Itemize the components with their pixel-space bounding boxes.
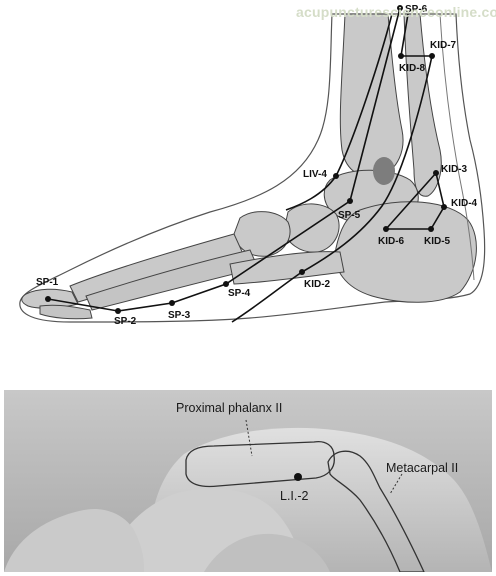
hand-illustration: Proximal phalanx II Metacarpal II L.I.-2: [4, 390, 492, 572]
label-proximal-phalanx: Proximal phalanx II: [176, 401, 282, 415]
label-metacarpal: Metacarpal II: [386, 461, 458, 475]
label-kid8: KID-8: [399, 63, 426, 74]
hand-photo: Proximal phalanx II Metacarpal II L.I.-2: [4, 390, 492, 572]
label-kid2: KID-2: [304, 279, 331, 290]
liver-channel-line: [285, 13, 393, 211]
finger-fold-lower: [204, 533, 330, 572]
point-marker-liv4: [333, 173, 339, 179]
spleen-channel-line: [47, 7, 401, 312]
point-marker-kid2: [299, 269, 305, 275]
label-sp2: SP-2: [114, 316, 137, 327]
proximal-phalanx-outline: [185, 440, 335, 488]
point-marker-li2: [294, 473, 302, 481]
navicular-bone: [283, 203, 340, 253]
toe-phalanx: [39, 304, 93, 320]
thumb: [4, 508, 144, 572]
label-sp1: SP-1: [36, 277, 59, 288]
label-sp3: SP-3: [168, 310, 191, 321]
metatarsal-bone-3: [229, 251, 345, 285]
kidney-channel-line: [231, 55, 433, 323]
point-marker-sp1: [45, 296, 51, 302]
point-marker-sp5: [347, 198, 353, 204]
point-marker-sp3: [169, 300, 175, 306]
label-sp4: SP-4: [228, 288, 251, 299]
label-sp5: SP-5: [338, 210, 361, 221]
label-kid7: KID-7: [430, 40, 457, 51]
point-marker-sp4: [223, 281, 229, 287]
metacarpal-outline: [327, 450, 425, 572]
label-kid4: KID-4: [451, 198, 478, 209]
point-marker-kid3: [433, 170, 439, 176]
point-marker-sp2: [115, 308, 121, 314]
label-kid3: KID-3: [441, 164, 468, 175]
point-marker-kid5: [428, 226, 434, 232]
foot-illustration: SP-6 KID-7 KID-8 LIV-4 KID-3 KID-4 SP-5 …: [19, 4, 486, 327]
medial-malleolus-mark: [373, 157, 395, 185]
achilles-tendon: [439, 13, 475, 281]
fibula-bone: [403, 13, 442, 197]
point-marker-kid4: [441, 204, 447, 210]
label-kid5: KID-5: [424, 236, 451, 247]
label-li2: L.I.-2: [280, 489, 309, 503]
point-marker-sp6: [397, 5, 403, 11]
label-liv4: LIV-4: [303, 169, 327, 180]
cuneiform-bone: [233, 211, 291, 257]
label-kid6: KID-6: [378, 236, 405, 247]
calcaneus-bone: [334, 201, 477, 303]
point-marker-kid8: [398, 53, 404, 59]
watermark: acupuncturescienceonline.com: [296, 4, 496, 20]
label-sp6: SP-6: [405, 4, 428, 15]
point-marker-kid7: [429, 53, 435, 59]
point-marker-kid6: [383, 226, 389, 232]
foot-diagram: SP-6 KID-7 KID-8 LIV-4 KID-3 KID-4 SP-5 …: [19, 4, 496, 327]
